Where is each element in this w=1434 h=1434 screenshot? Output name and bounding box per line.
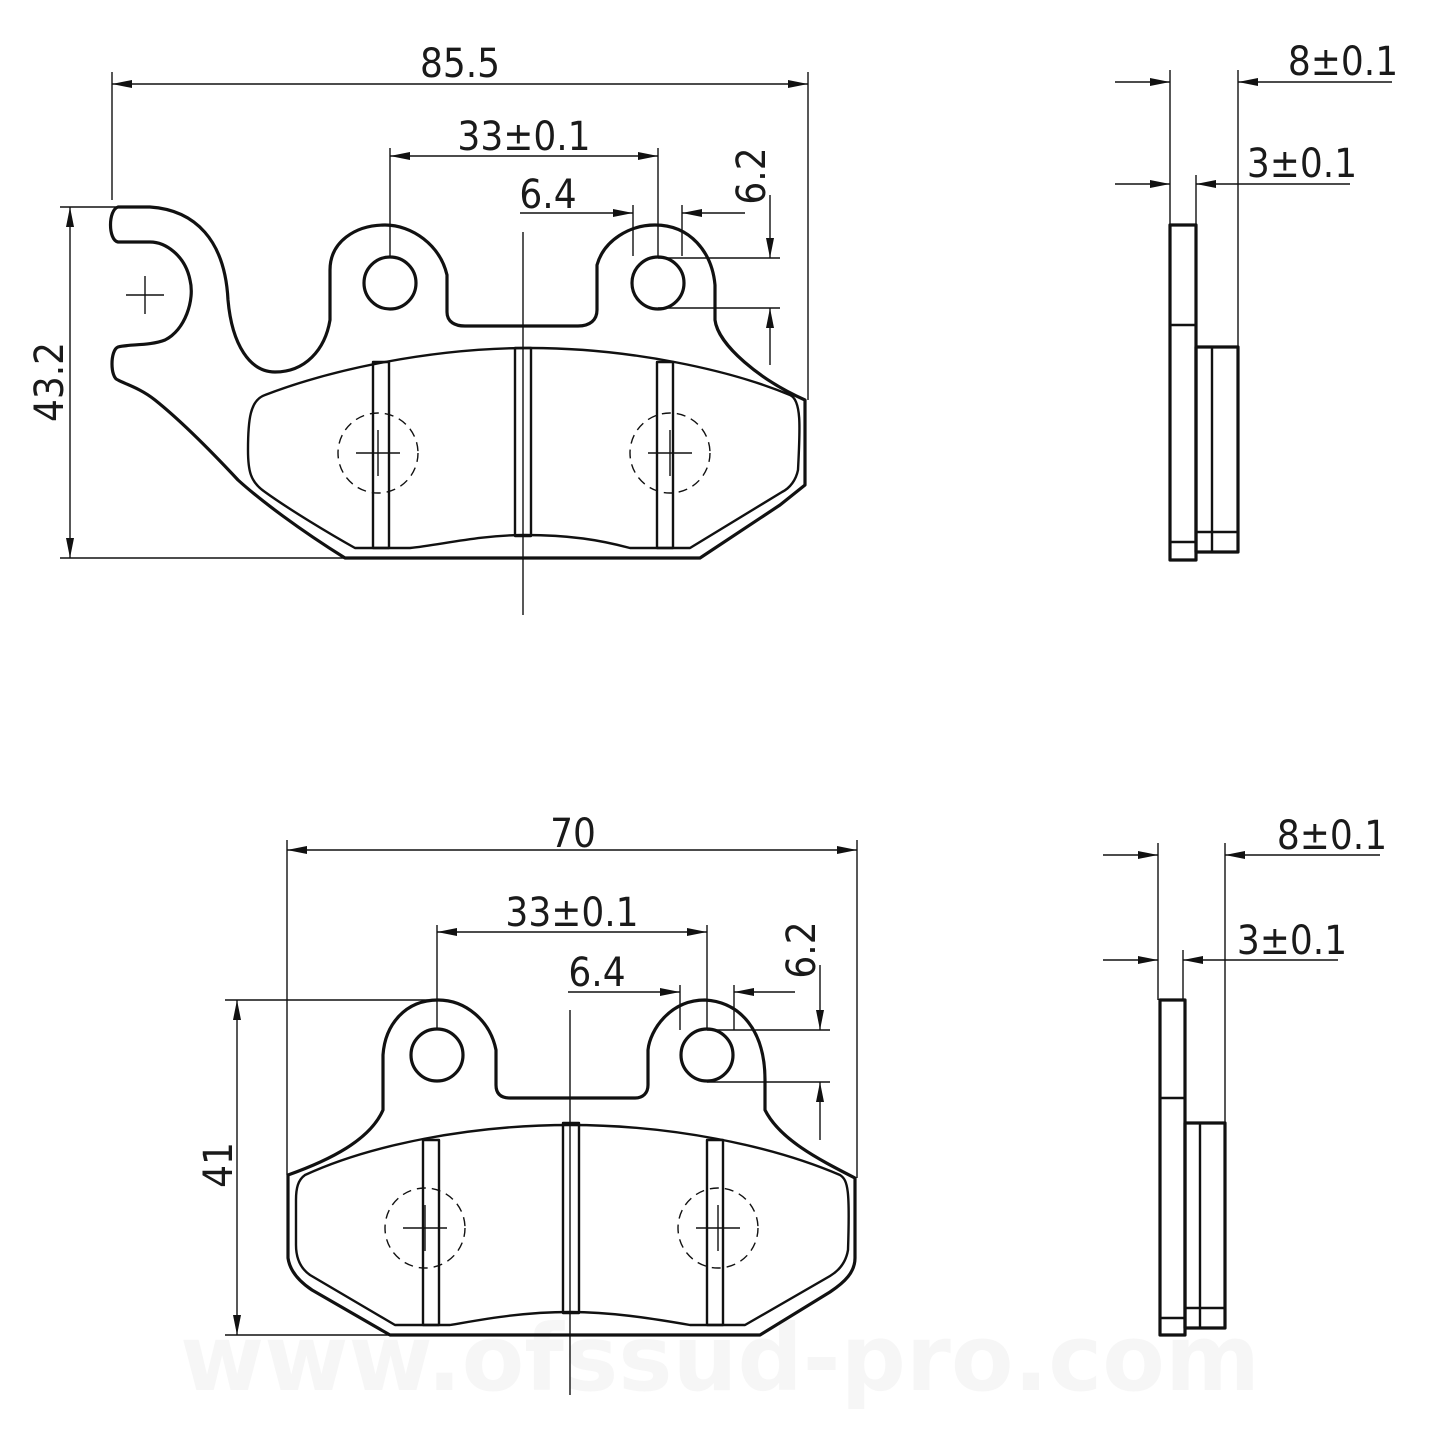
pad-2-piston-circle-right [677,1187,759,1269]
pad-1-center-mark-right [648,430,692,476]
pad-2-center-mark-right [696,1205,740,1251]
pad-1-slot-right [655,360,675,550]
pad-2-hole-spacing-label: 33±0.1 [505,890,638,936]
pad-2-friction-material [294,1123,850,1327]
pad-1-overall-width-label: 85.5 [420,41,500,87]
pad-1-plate-thickness-label: 3±0.1 [1247,141,1357,187]
pad-2-side-friction-material [1183,1121,1227,1330]
pad-2-slot-right [705,1138,725,1327]
pad-1-slot-left [371,360,391,550]
pad-1-front-view: 85.5 33±0.1 6.4 6.2 43.2 [27,41,809,615]
pad-1-side-view: 8±0.1 3±0.1 [1115,39,1398,562]
pad-1-hole-diameter-label: 6.4 [519,172,576,218]
pad-1-mounting-hole-left [362,255,418,311]
pad-1-center-mark-left [356,430,400,476]
watermark: www.ofssud-pro.com [180,1305,1260,1412]
pad-1-center-mark-hook [126,276,164,314]
pad-1-side-backing-plate [1168,223,1198,562]
pad-2-side-view: 8±0.1 3±0.1 [1103,813,1387,1337]
pad-2-piston-circle-left [384,1187,466,1269]
pad-2-hole-diameter-label: 6.4 [568,950,625,996]
pad-2-hole-offset-label: 6.2 [779,921,825,978]
pad-2-front-view: 70 33±0.1 6.4 6.2 41 [196,811,858,1395]
pad-1-side-friction-material [1194,345,1240,554]
pad-1-mounting-hole-right [630,255,686,311]
pad-1-overall-height-label: 43.2 [27,342,73,422]
pad-2-mounting-hole-right [679,1027,735,1083]
pad-2-total-thickness-label: 8±0.1 [1277,813,1387,859]
pad-1-total-thickness-label: 8±0.1 [1288,39,1398,85]
pad-1-hole-offset-label: 6.2 [729,147,775,204]
pad-1-friction-material [246,346,801,550]
pad-2-slot-left [421,1138,441,1327]
pad-2-overall-width-label: 70 [550,811,596,857]
pad-2-backing-plate [286,998,857,1337]
pad-1-hole-spacing-label: 33±0.1 [457,114,590,160]
pad-2-overall-height-label: 41 [196,1142,242,1188]
pad-2-center-mark-left [403,1205,447,1251]
pad-2-side-backing-plate [1158,998,1187,1337]
pad-1-backing-plate [108,205,807,560]
pad-1-piston-circle-right [629,412,711,494]
pad-2-mounting-hole-left [409,1027,465,1083]
pad-2-slot-center [561,1121,581,1315]
pad-1-piston-circle-left [337,412,419,494]
pad-2-plate-thickness-label: 3±0.1 [1237,918,1347,964]
